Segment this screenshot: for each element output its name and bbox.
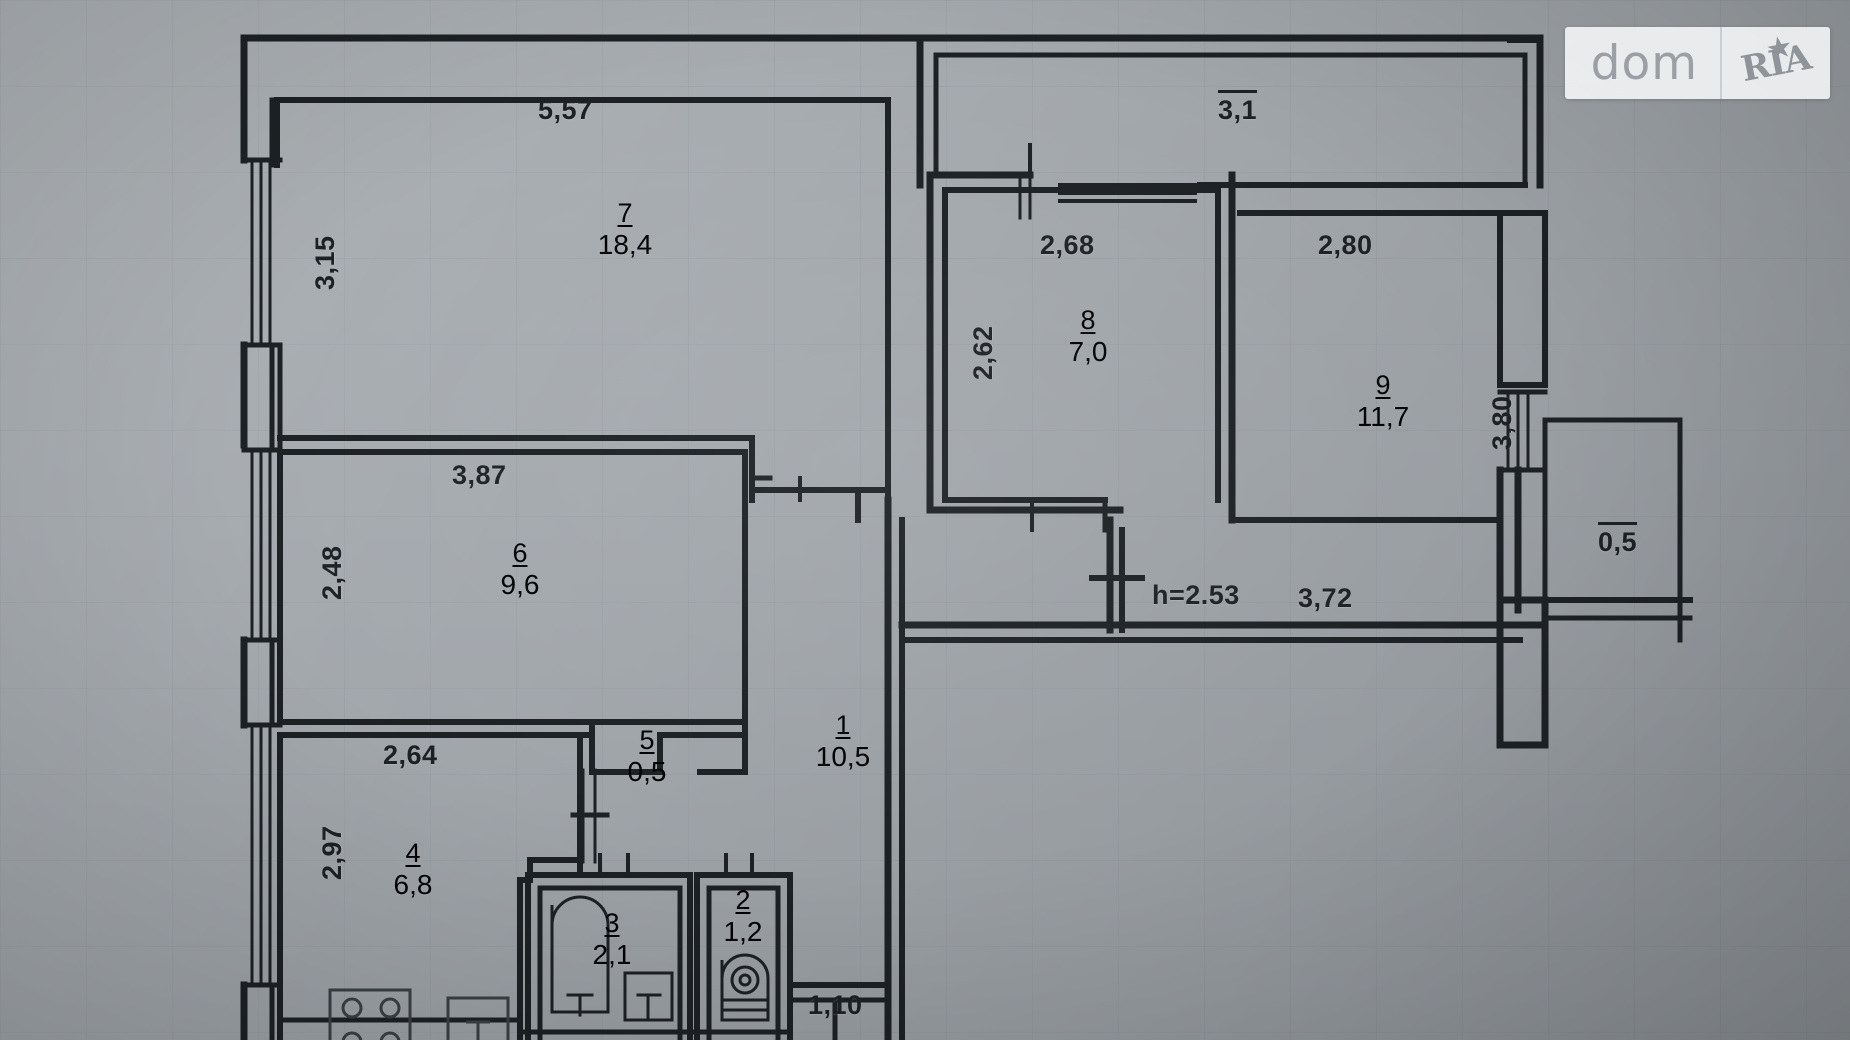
- watermark-divider: [1720, 27, 1722, 99]
- dimension-room4-width: 2,64: [383, 740, 438, 770]
- room-area-3: 2,1: [592, 939, 632, 970]
- dimension-room4-height: 2,97: [317, 825, 347, 880]
- room-number-7: 7: [617, 198, 633, 228]
- room-label-9: 9 11,7: [1328, 370, 1438, 433]
- balcony-right-area: 0,5: [1598, 522, 1638, 558]
- room-area-6: 9,6: [500, 569, 540, 600]
- room-number-3: 3: [604, 908, 620, 938]
- watermark-ria-logo: ★ RIA: [1722, 27, 1830, 99]
- dimension-room6-width: 3,87: [452, 460, 507, 490]
- dimension-room8-width: 2,68: [1040, 230, 1095, 260]
- room-label-3: 3 2,1: [562, 908, 662, 971]
- room-area-8: 7,0: [1068, 336, 1108, 367]
- dimension-room8-height: 2,62: [968, 325, 998, 380]
- room-label-8: 8 7,0: [1038, 305, 1138, 368]
- room-label-2: 2 1,2: [698, 885, 788, 948]
- room-number-5: 5: [639, 725, 655, 755]
- room-number-9: 9: [1375, 370, 1391, 400]
- room-label-6: 6 9,6: [470, 538, 570, 601]
- dimension-bottom-width: 1,10: [808, 990, 863, 1020]
- room-label-5: 5 0,5: [612, 725, 682, 788]
- watermark-ria-text: RIA: [1737, 36, 1815, 90]
- room-number-8: 8: [1080, 305, 1096, 335]
- room-number-1: 1: [835, 710, 851, 740]
- watermark-dom-text: dom: [1590, 35, 1698, 91]
- dimension-room7-height: 3,15: [310, 235, 340, 290]
- dimension-room9-width: 2,80: [1318, 230, 1373, 260]
- room-number-4: 4: [405, 838, 421, 868]
- dimension-room9-height: 3,80: [1487, 395, 1517, 450]
- room-label-1: 1 10,5: [788, 710, 898, 773]
- room-label-7: 7 18,4: [575, 198, 675, 261]
- room-number-6: 6: [512, 538, 528, 568]
- dimension-room6-height: 2,48: [317, 545, 347, 600]
- dom-ria-watermark: dom ★ RIA: [1564, 27, 1830, 99]
- room-area-2: 1,2: [723, 916, 763, 947]
- room-area-1: 10,5: [815, 741, 871, 772]
- dimension-corridor-width: 3,72: [1298, 583, 1353, 613]
- ceiling-height-label: h=2.53: [1152, 580, 1240, 610]
- room-area-7: 18,4: [597, 229, 653, 260]
- room-label-4: 4 6,8: [363, 838, 463, 901]
- room-area-9: 11,7: [1356, 401, 1410, 432]
- dimension-room7-width: 5,57: [538, 95, 593, 125]
- room-area-4: 6,8: [393, 869, 433, 900]
- balcony-top-area: 3,1: [1218, 90, 1258, 126]
- room-area-5: 0,5: [627, 756, 667, 787]
- room-number-2: 2: [735, 885, 751, 915]
